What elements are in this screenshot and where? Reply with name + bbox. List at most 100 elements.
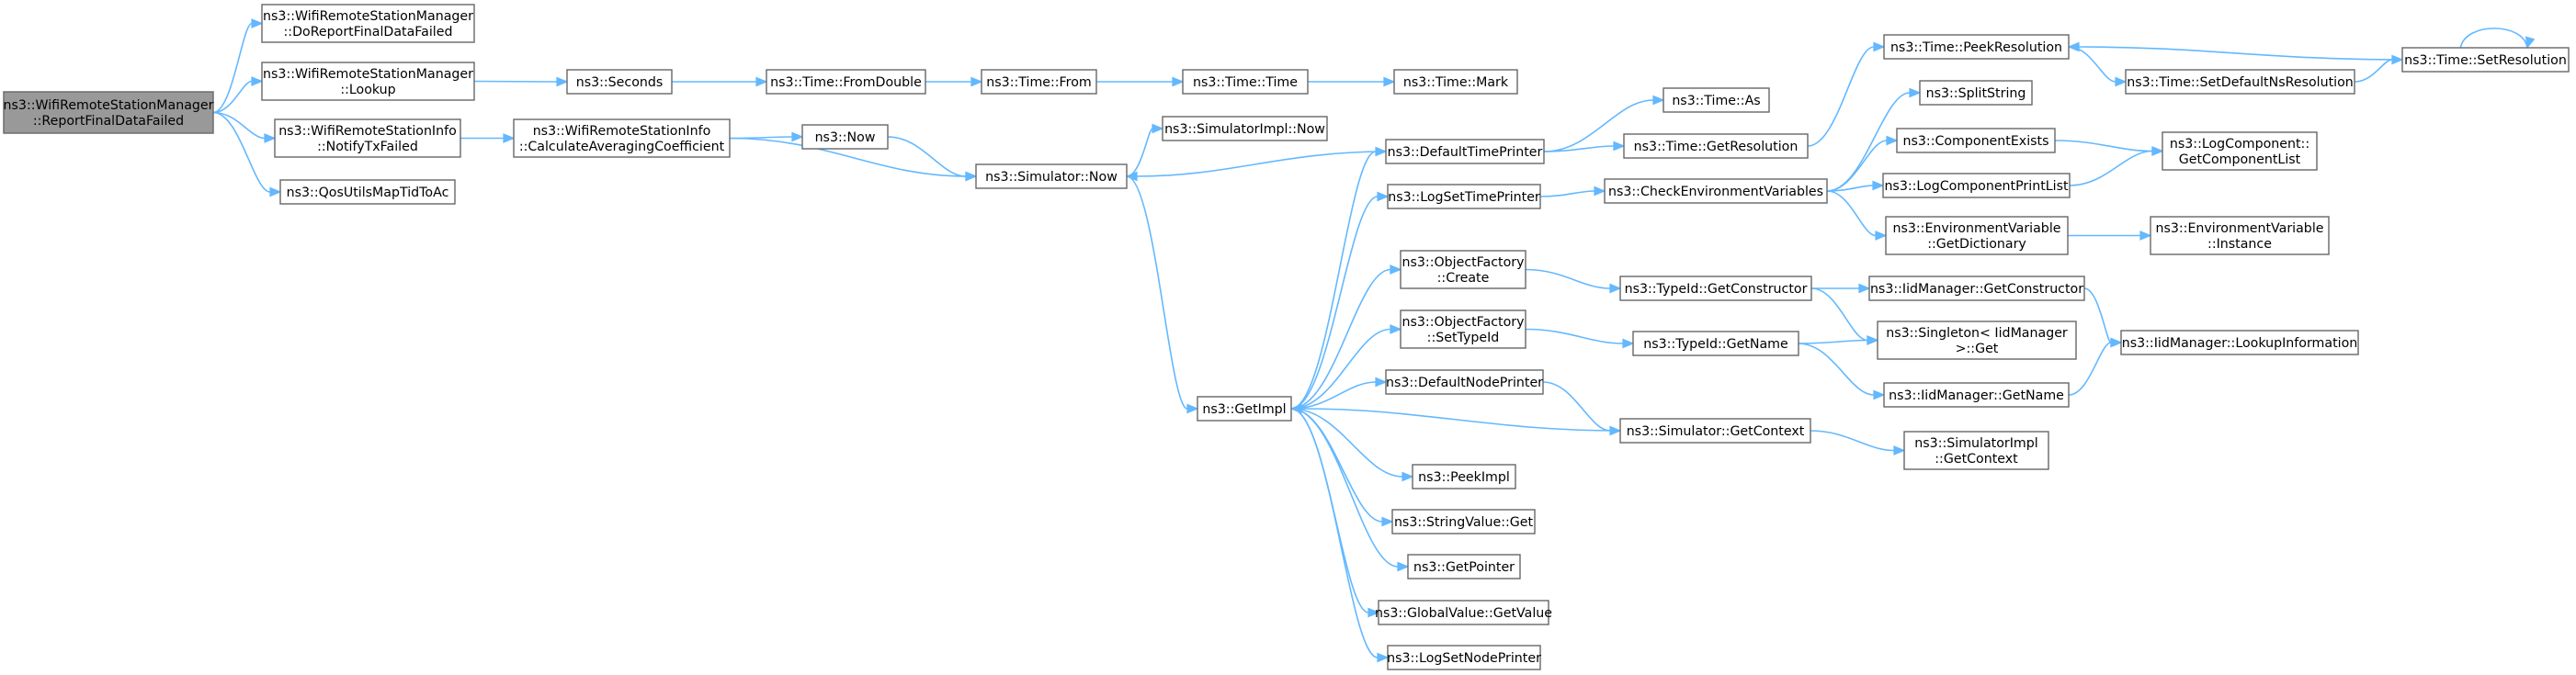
function-node[interactable]: ns3::GetImpl — [1197, 396, 1292, 422]
node-label: ns3::IidManager::LookupInformation — [2122, 336, 2358, 351]
function-node[interactable]: ns3::WifiRemoteStationInfo::CalculateAve… — [513, 118, 731, 158]
nodes-layer: ns3::WifiRemoteStationManager::ReportFin… — [3, 4, 2570, 670]
node-box — [766, 69, 926, 95]
function-node[interactable]: ns3::IidManager::GetConstructor — [1868, 276, 2085, 301]
function-node[interactable]: ns3::PeekImpl — [1412, 464, 1516, 489]
function-node[interactable]: ns3::IidManager::LookupInformation — [2120, 330, 2359, 355]
call-edge — [1798, 343, 1886, 400]
edge-line — [1807, 46, 1875, 147]
edge-arrowhead — [970, 76, 983, 87]
node-box — [1623, 133, 1809, 159]
function-node[interactable]: ns3::Singleton< IidManager >::Get — [1877, 321, 2077, 360]
node-box — [1162, 116, 1328, 141]
edge-line — [1290, 268, 1391, 410]
edge-line — [1826, 190, 1877, 237]
edge-arrowhead — [251, 18, 264, 28]
function-node[interactable]: ns3::Time::PeekResolution — [1883, 34, 2070, 60]
edge-line — [2069, 150, 2153, 186]
edge-line — [212, 22, 253, 114]
node-label: ::DoReportFinalDataFailed — [284, 25, 453, 39]
function-node[interactable]: ns3::LogSetNodePrinter — [1387, 645, 1541, 670]
function-node[interactable]: ns3::TypeId::GetConstructor — [1619, 276, 1812, 301]
function-node[interactable]: ns3::SimulatorImpl::GetContext — [1903, 431, 2049, 470]
function-node[interactable]: ns3::Time::SetDefaultNsResolution — [2125, 69, 2355, 95]
function-node[interactable]: ns3::DefaultNodePrinter — [1385, 369, 1544, 395]
function-node[interactable]: ns3::Time::FromDouble — [766, 69, 926, 95]
function-node[interactable]: ns3::DefaultTimePrinter — [1385, 139, 1545, 164]
node-label: ns3::PeekImpl — [1418, 470, 1510, 485]
edge-line — [1539, 190, 1595, 197]
edge-arrowhead — [1152, 123, 1164, 134]
call-edge — [887, 136, 978, 182]
function-node[interactable]: ns3::IidManager::GetName — [1883, 382, 2070, 408]
function-node[interactable]: ns3::Time::From — [981, 69, 1097, 95]
node-box — [1903, 431, 2049, 470]
function-node[interactable]: ns3::QosUtilsMapTidToAc — [279, 179, 456, 205]
function-node[interactable]: ns3::WifiRemoteStationInfo::NotifyTxFail… — [274, 118, 461, 158]
edge-arrowhead — [251, 76, 264, 86]
edge-arrowhead — [1594, 186, 1606, 197]
function-node[interactable]: ns3::LogSetTimePrinter — [1387, 184, 1541, 209]
function-node[interactable]: ns3::WifiRemoteStationManager::Lookup — [261, 62, 475, 101]
function-node[interactable]: ns3::EnvironmentVariable::GetDictionary — [1885, 216, 2069, 255]
edge-line — [2068, 342, 2112, 396]
node-label: ns3::Now — [815, 130, 876, 145]
edge-arrowhead — [1893, 445, 1906, 456]
edge-line — [2068, 46, 2116, 83]
call-edge — [212, 111, 277, 143]
node-box — [1387, 645, 1541, 670]
function-node[interactable]: ns3::WifiRemoteStationManager::DoReportF… — [261, 4, 475, 43]
function-node[interactable]: ns3::Time::As — [1662, 87, 1770, 113]
edge-arrowhead — [755, 76, 768, 87]
function-node[interactable]: ns3::Time::Time — [1182, 69, 1309, 95]
node-label: ns3::Time::PeekResolution — [1890, 40, 2062, 55]
function-node[interactable]: ns3::ObjectFactory::Create — [1400, 250, 1526, 289]
function-node[interactable]: ns3::TypeId::GetName — [1632, 331, 1799, 356]
node-label: ns3::ComponentExists — [1903, 134, 2049, 149]
function-node[interactable]: ns3::SimulatorImpl::Now — [1162, 116, 1328, 141]
function-node[interactable]: ns3::LogComponent::GetComponentList — [2162, 131, 2318, 171]
function-node[interactable]: ns3::Time::GetResolution — [1623, 133, 1809, 159]
call-edge — [1290, 146, 1388, 410]
edge-arrowhead — [1186, 403, 1199, 414]
function-node[interactable]: ns3::Seconds — [566, 69, 673, 95]
function-node[interactable]: ns3::GetPointer — [1407, 554, 1521, 579]
node-label: ns3::EnvironmentVariable — [2155, 221, 2323, 236]
edge-arrowhead — [2115, 76, 2128, 87]
call-edge — [1290, 408, 1410, 572]
function-node[interactable]: ns3::Time::Mark — [1393, 69, 1518, 95]
function-node[interactable]: ns3::ObjectFactory::SetTypeId — [1400, 309, 1526, 349]
function-node[interactable]: ns3::WifiRemoteStationManager::ReportFin… — [3, 91, 214, 134]
edge-arrowhead — [791, 131, 804, 142]
function-node[interactable]: ns3::SplitString — [1919, 80, 2033, 106]
function-node[interactable]: ns3::Now — [801, 124, 889, 150]
node-label: ns3::Time::GetResolution — [1634, 140, 1799, 154]
function-node[interactable]: ns3::EnvironmentVariable::Instance — [2150, 216, 2330, 255]
edge-arrowhead — [2067, 41, 2080, 52]
edge-line — [1300, 408, 1621, 432]
edge-line — [2459, 28, 2528, 49]
node-label: ::GetDictionary — [1927, 237, 2026, 252]
node-box — [1632, 331, 1799, 356]
edge-line — [2054, 140, 2153, 152]
function-node[interactable]: ns3::Simulator::GetContext — [1619, 418, 1811, 444]
call-edge — [1826, 135, 1899, 192]
function-node[interactable]: ns3::CheckEnvironmentVariables — [1604, 178, 1828, 204]
edge-arrowhead — [1125, 171, 1138, 182]
node-box — [1182, 69, 1309, 95]
call-edge — [1290, 377, 1388, 410]
function-node[interactable]: ns3::Time::SetResolution — [2401, 47, 2570, 73]
node-label: ns3::Time::SetDefaultNsResolution — [2127, 75, 2354, 90]
function-node[interactable]: ns3::LogComponentPrintList — [1882, 173, 2071, 198]
node-label: ::Instance — [2207, 237, 2272, 252]
node-label: ns3::Time::Mark — [1403, 75, 1509, 90]
function-node[interactable]: ns3::Simulator::Now — [975, 163, 1128, 189]
function-node[interactable]: ns3::GlobalValue::GetValue — [1375, 600, 1552, 625]
function-node[interactable]: ns3::ComponentExists — [1896, 128, 2056, 153]
edge-arrowhead — [264, 133, 277, 143]
call-edge — [1810, 430, 1906, 456]
function-node[interactable]: ns3::StringValue::Get — [1391, 509, 1536, 534]
node-box — [1868, 276, 2085, 301]
node-label: ns3::ObjectFactory — [1402, 315, 1525, 330]
call-edge — [473, 76, 569, 87]
